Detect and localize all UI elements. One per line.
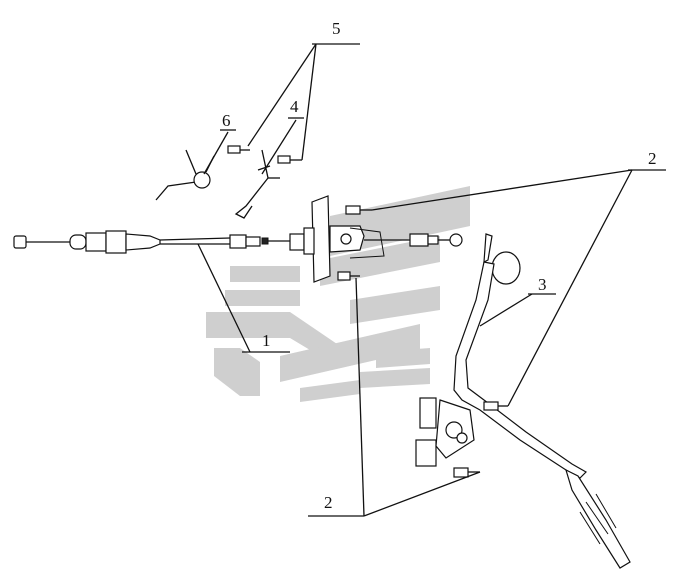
bolt-part5-right: [277, 155, 302, 164]
accelerator-pedal: [415, 233, 631, 569]
callout-6: 6: [222, 111, 231, 130]
callout-2-upper: 2: [648, 149, 657, 168]
callout-3: 3: [538, 275, 547, 294]
callout-4: 4: [290, 97, 299, 116]
bolt-lower-bracket: [337, 271, 360, 281]
callout-1: 1: [262, 331, 271, 350]
callout-2-lower: 2: [324, 493, 333, 512]
bolt-upper-bracket: [345, 205, 372, 215]
bolt-pedal-upper: [483, 401, 508, 411]
leader-lines: [197, 43, 666, 517]
retaining-clip: [234, 149, 280, 219]
watermark-logo: [206, 186, 470, 402]
throttle-cable: [13, 230, 305, 254]
cable-bracket: [303, 195, 463, 283]
bolt-part5-left: [227, 145, 250, 154]
return-spring: [155, 149, 215, 201]
callout-5: 5: [332, 19, 341, 38]
bolt-pedal-lower: [453, 467, 480, 478]
